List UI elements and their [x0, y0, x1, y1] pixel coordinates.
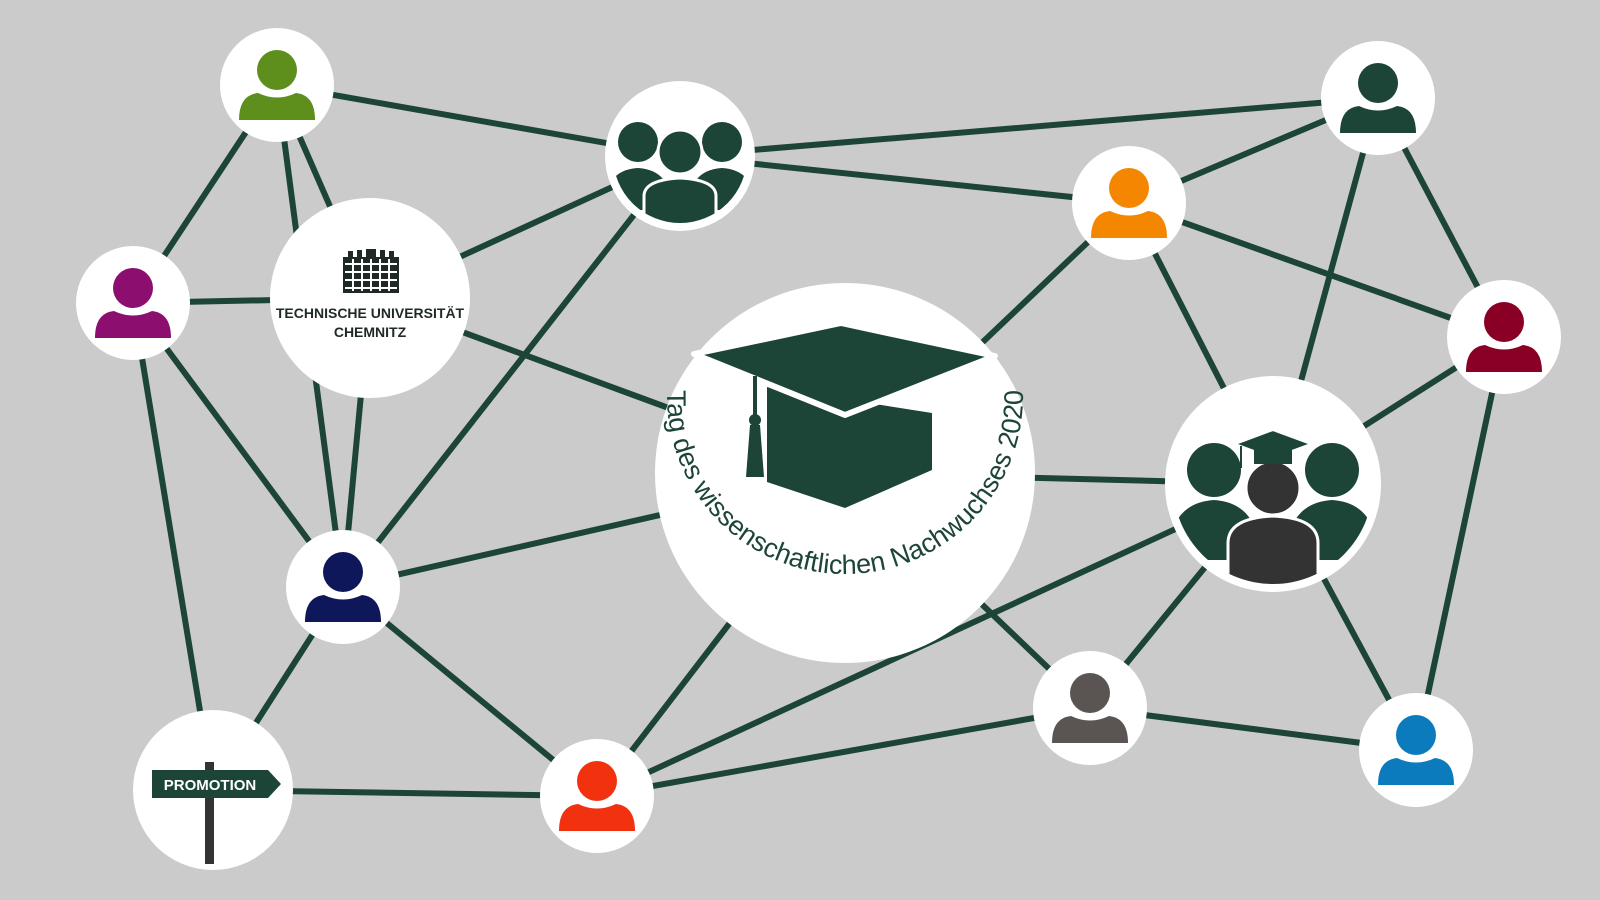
edge [1126, 200, 1507, 340]
edge [677, 95, 1381, 159]
person-node-orange [1072, 146, 1186, 260]
university-node: TECHNISCHE UNIVERSITÄT CHEMNITZ [270, 198, 470, 398]
group-node-team [605, 81, 755, 231]
graduation-cap-icon [691, 320, 998, 508]
person-node-maroon [1447, 280, 1561, 394]
edge [677, 153, 1132, 206]
person-node-green [220, 28, 334, 142]
university-name-line2: CHEMNITZ [334, 324, 407, 340]
signpost-label: PROMOTION [164, 777, 257, 794]
edge [130, 300, 216, 793]
edge [1413, 334, 1507, 753]
signpost-icon [152, 762, 281, 864]
person-node-red [540, 739, 654, 853]
edge [130, 300, 346, 590]
person-node-purple [76, 246, 190, 360]
person-node-gray [1033, 651, 1147, 765]
signpost-node: PROMOTION [133, 710, 293, 870]
edge [340, 153, 683, 590]
person-node-navy [286, 530, 400, 644]
edge [594, 705, 1093, 799]
group-node-graduates [1165, 376, 1381, 592]
central-node: Tag des wissenschaftlichen Nachwuchses 2… [655, 283, 1035, 663]
university-building-icon [343, 249, 399, 293]
person-node-teal-top-right [1321, 41, 1435, 155]
university-name-line1: TECHNISCHE UNIVERSITÄT [276, 305, 465, 321]
person-node-blue [1359, 693, 1473, 807]
